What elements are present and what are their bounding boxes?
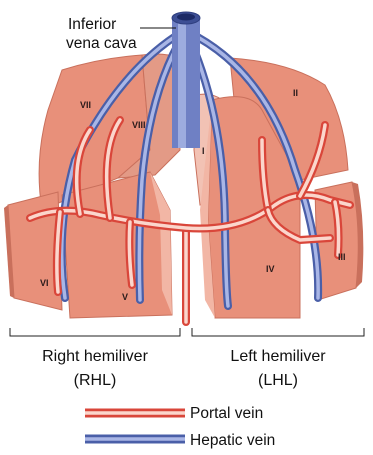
left-hemiliver-label: Left hemiliver	[230, 348, 326, 365]
right-hemiliver-abbr: (RHL)	[74, 372, 117, 389]
segment-label-v: V	[122, 292, 128, 302]
segment-label-viii: VIII	[132, 120, 146, 130]
legend-portal-label: Portal vein	[190, 405, 263, 422]
ivc-label-line2: vena cava	[66, 35, 137, 52]
right-hemiliver-label: Right hemiliver	[42, 348, 148, 365]
legend: Portal vein Hepatic vein	[85, 405, 275, 449]
segment-label-ii: II	[293, 88, 298, 98]
inferior-vena-cava	[172, 12, 200, 148]
ivc-label-line1: Inferior	[68, 16, 116, 33]
left-hemiliver-abbr: (LHL)	[258, 372, 298, 389]
hemiliver-labels: Right hemiliver (RHL) Left hemiliver (LH…	[42, 348, 326, 389]
segment-label-vi: VI	[40, 278, 49, 288]
right-hemiliver-bracket	[10, 328, 180, 336]
segment-label-iv: IV	[266, 264, 275, 274]
legend-hepatic-label: Hepatic vein	[190, 432, 275, 449]
hemiliver-brackets	[10, 328, 364, 336]
left-hemiliver-bracket	[192, 328, 364, 336]
segment-label-i: I	[202, 146, 205, 156]
segment-label-iii: III	[338, 252, 346, 262]
segment-label-vii: VII	[80, 100, 91, 110]
